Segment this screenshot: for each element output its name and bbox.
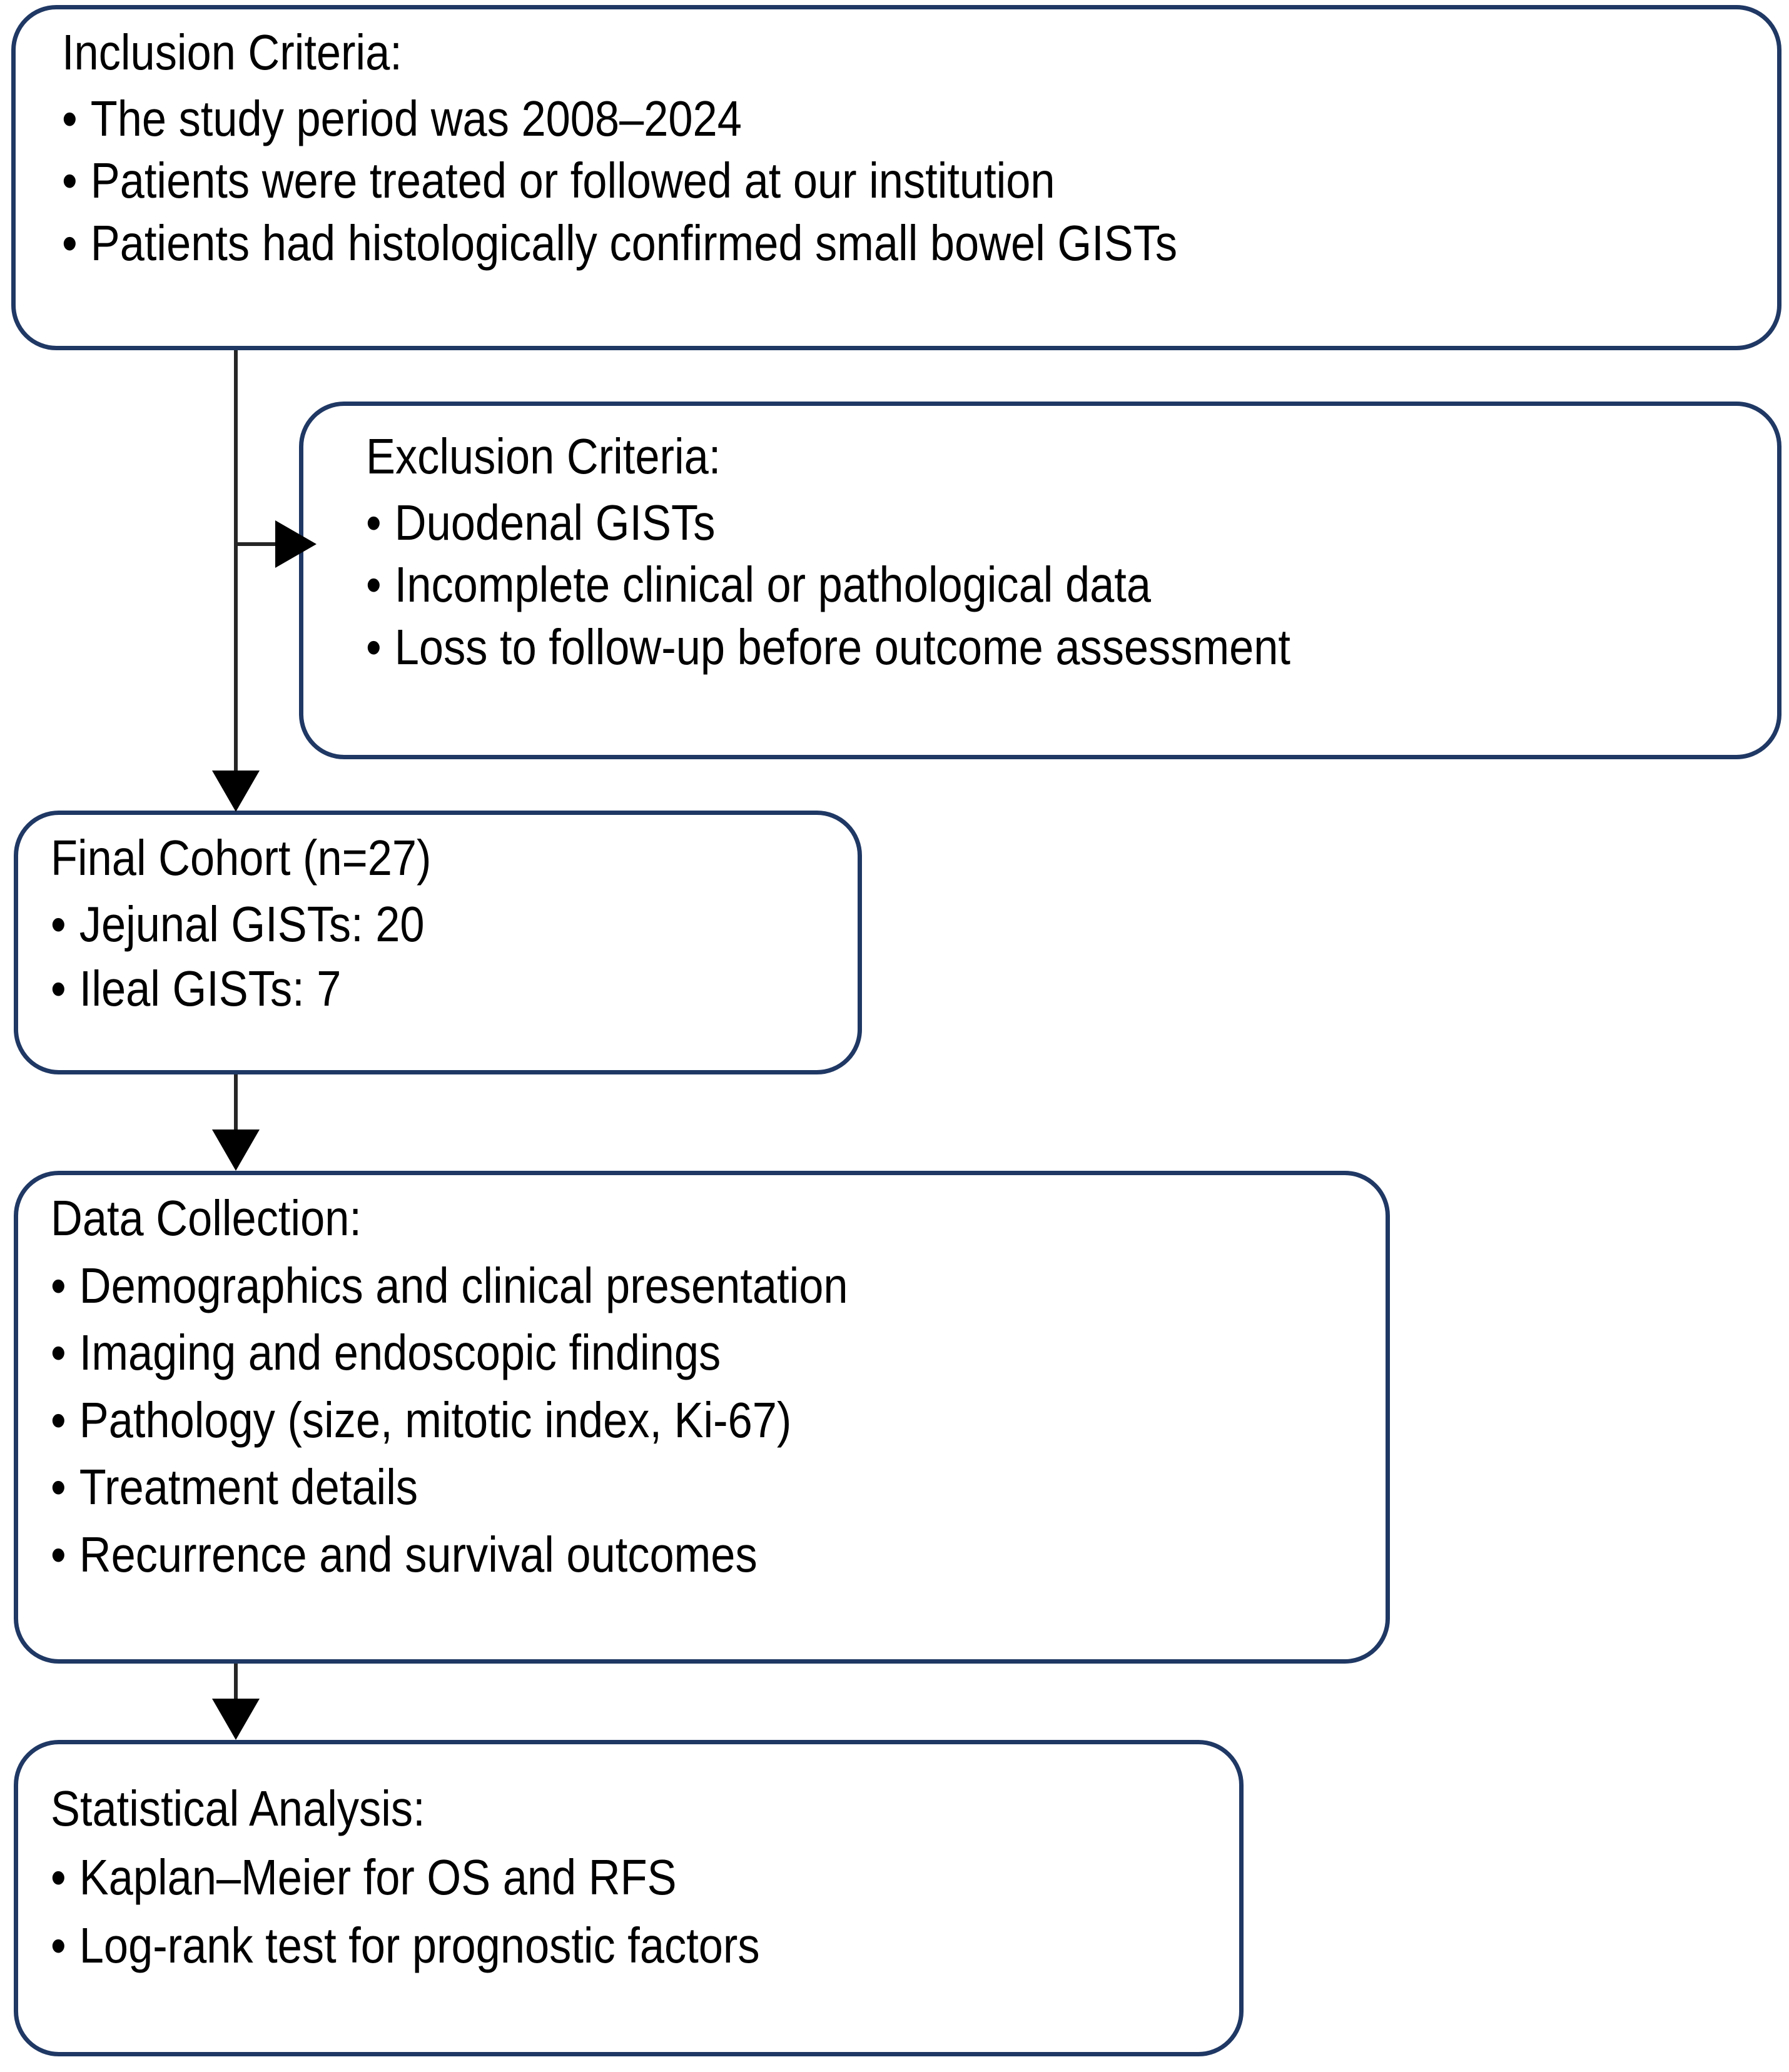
list-item: Treatment details: [51, 1462, 1254, 1513]
node-final-cohort: Final Cohort (n=27) Jejunal GISTs: 20 Il…: [14, 811, 862, 1074]
node-statistical-analysis: Statistical Analysis: Kaplan–Meier for O…: [14, 1740, 1244, 2056]
node-inclusion-criteria: Inclusion Criteria: The study period was…: [11, 5, 1781, 350]
list-item: Ileal GISTs: 7: [51, 963, 789, 1014]
list-item: The study period was 2008–2024: [62, 93, 1612, 144]
node-final-cohort-bullets: Jejunal GISTs: 20 Ileal GISTs: 7: [51, 898, 890, 1014]
node-exclusion-content: Exclusion Criteria: Duodenal GISTs Incom…: [303, 406, 1789, 672]
connector-inclusion-to-cohort: [234, 348, 238, 793]
node-data-collection-title: Data Collection:: [51, 1190, 362, 1246]
node-statistical-analysis-title: Statistical Analysis:: [51, 1781, 425, 1836]
list-item: Demographics and clinical presentation: [51, 1260, 1254, 1311]
list-item: Patients were treated or followed at our…: [62, 155, 1612, 206]
node-inclusion-bullets: The study period was 2008–2024 Patients …: [62, 93, 1789, 269]
arrowhead-down-icon: [212, 1129, 260, 1171]
list-item: Imaging and endoscopic findings: [51, 1327, 1254, 1378]
list-item: Log-rank test for prognostic factors: [51, 1920, 1125, 1971]
node-inclusion-content: Inclusion Criteria: The study period was…: [16, 9, 1789, 268]
node-inclusion-title: Inclusion Criteria:: [62, 24, 402, 80]
node-exclusion-title: Exclusion Criteria:: [366, 428, 721, 484]
list-item: Loss to follow-up before outcome assessm…: [366, 622, 1663, 673]
list-item: Recurrence and survival outcomes: [51, 1529, 1254, 1580]
list-item: Duodenal GISTs: [366, 497, 1663, 548]
list-item: Pathology (size, mitotic index, Ki-67): [51, 1395, 1254, 1446]
node-statistical-analysis-bullets: Kaplan–Meier for OS and RFS Log-rank tes…: [51, 1851, 1272, 1971]
list-item: Kaplan–Meier for OS and RFS: [51, 1851, 1125, 1903]
connector-cohort-to-datacollection: [234, 1074, 238, 1136]
list-item: Patients had histologically confirmed sm…: [62, 218, 1612, 269]
node-statistical-analysis-content: Statistical Analysis: Kaplan–Meier for O…: [18, 1744, 1272, 1971]
node-data-collection-bullets: Demographics and clinical presentation I…: [51, 1260, 1418, 1580]
list-item: Jejunal GISTs: 20: [51, 898, 789, 950]
list-item: Incomplete clinical or pathological data: [366, 559, 1663, 610]
arrowhead-down-icon: [212, 1699, 260, 1740]
arrowhead-down-icon: [212, 771, 260, 812]
node-exclusion-criteria: Exclusion Criteria: Duodenal GISTs Incom…: [299, 402, 1781, 759]
node-final-cohort-title: Final Cohort (n=27): [51, 830, 432, 886]
connector-datacollection-to-statistics: [234, 1664, 238, 1701]
connector-branch-to-exclusion: [234, 542, 279, 546]
node-final-cohort-content: Final Cohort (n=27) Jejunal GISTs: 20 Il…: [18, 815, 890, 1014]
arrowhead-right-icon: [275, 520, 317, 568]
node-data-collection: Data Collection: Demographics and clinic…: [14, 1171, 1390, 1664]
node-exclusion-bullets: Duodenal GISTs Incomplete clinical or pa…: [366, 497, 1789, 673]
node-data-collection-content: Data Collection: Demographics and clinic…: [18, 1175, 1418, 1580]
